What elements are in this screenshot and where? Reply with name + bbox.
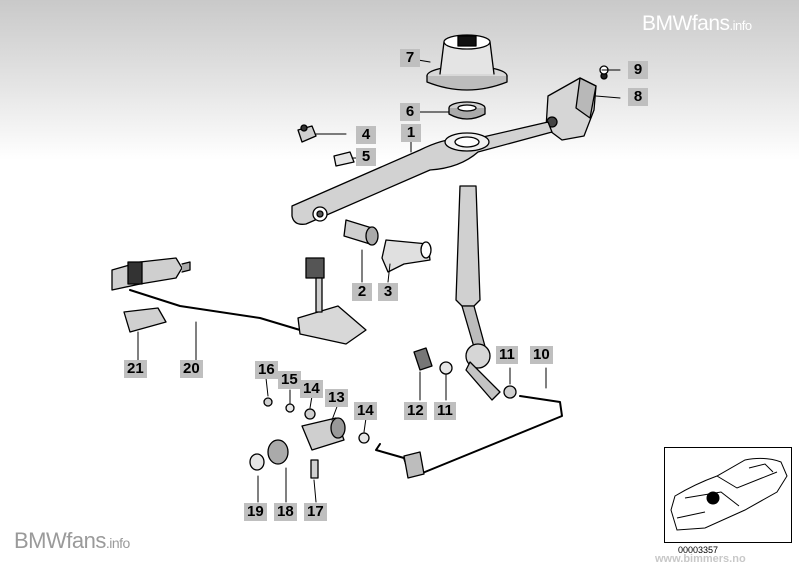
clip-part-5 (333, 151, 355, 167)
callout-3: 3 (378, 283, 398, 301)
callout-14-lower: 14 (354, 402, 377, 420)
brand-bottom-suffix: .info (105, 535, 130, 551)
callout-19: 19 (244, 503, 267, 521)
brand-top-suffix: .info (729, 18, 753, 33)
bearing-cluster (249, 397, 370, 479)
car-outline-icon (670, 457, 788, 531)
car-location-inset (664, 447, 792, 543)
callout-9: 9 (628, 61, 648, 79)
switch-and-cable (111, 257, 301, 333)
callout-11-upper: 11 (496, 346, 518, 364)
brand-top-main: BMWfans (642, 12, 730, 35)
bushing-ring (448, 101, 486, 120)
callout-17: 17 (304, 503, 327, 521)
callout-6: 6 (400, 103, 420, 121)
callout-18: 18 (274, 503, 297, 521)
callout-13: 13 (325, 389, 348, 407)
brand-bottom-main: BMWfans (14, 528, 106, 553)
callout-5: 5 (356, 148, 376, 166)
diagram-code: 00003357 (678, 545, 719, 555)
callout-14-upper: 14 (300, 380, 323, 398)
callout-1: 1 (401, 124, 421, 142)
washer-12 (413, 347, 453, 375)
callout-4: 4 (356, 126, 376, 144)
callout-7: 7 (400, 49, 420, 67)
bottom-link-rod (375, 385, 563, 479)
source-url-watermark: www.bimmers.no (655, 553, 746, 565)
callout-11-lower: 11 (434, 402, 456, 420)
callout-2: 2 (352, 283, 372, 301)
support-bracket (545, 65, 609, 141)
callout-16: 16 (255, 361, 278, 379)
callout-12: 12 (404, 402, 427, 420)
callout-21: 21 (124, 360, 147, 378)
brand-watermark-bottom: BMWfans.info (14, 528, 130, 554)
lever-bushing (343, 219, 379, 246)
callout-8: 8 (628, 88, 648, 106)
shift-rod (455, 185, 501, 401)
retaining-clip (381, 239, 432, 273)
clip-part-4 (297, 124, 317, 143)
callout-10: 10 (530, 346, 553, 364)
callout-15: 15 (278, 371, 301, 389)
callout-20: 20 (180, 360, 203, 378)
lock-pad (297, 257, 367, 345)
shift-boot (426, 34, 508, 91)
brand-watermark-top: BMWfans.info (642, 12, 752, 36)
shift-lever-arm (291, 121, 553, 225)
